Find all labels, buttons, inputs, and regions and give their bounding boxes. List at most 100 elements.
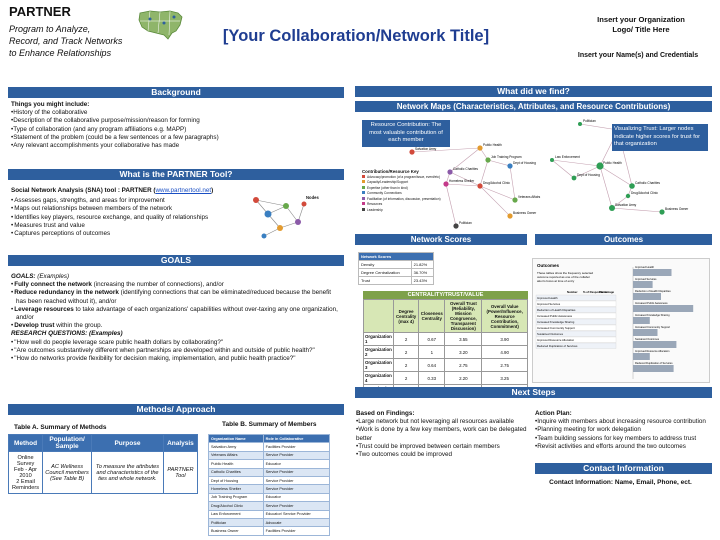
table-b-cell: Service Provider xyxy=(262,484,331,494)
map-node-label: Law Enforcement xyxy=(555,155,580,159)
outcome-bar xyxy=(633,281,653,288)
centrality-cell: 2 xyxy=(393,345,420,359)
map-node-label: Politician xyxy=(459,221,472,225)
tagline-line: Program to Analyze, xyxy=(9,24,91,34)
map-key-item: Advocacy/promotion (of a program/issue, … xyxy=(362,174,462,181)
map-edge xyxy=(445,183,481,187)
map-node xyxy=(571,175,577,181)
map-node xyxy=(409,149,415,155)
table-a-header: Method xyxy=(7,434,44,452)
table-b-cell: Veterans Affairs xyxy=(208,450,264,461)
outcomes-row-label: Sustained Outcomes xyxy=(537,332,564,336)
map-node xyxy=(477,183,483,189)
map-key-swatch xyxy=(362,207,365,211)
background-section: Things you might include: •History of th… xyxy=(11,101,343,150)
action-item: •Planning meeting for work delegation xyxy=(535,426,641,434)
org-line: Logo/ Title Here xyxy=(612,25,670,34)
map-node xyxy=(596,162,604,170)
map-node xyxy=(659,209,665,215)
outcomes-row-label: Increased Knowledge Sharing xyxy=(537,320,575,324)
map-edge xyxy=(449,147,481,173)
tagline-line: Record, and Track Networks xyxy=(9,36,123,46)
brand-name: PARTNER xyxy=(9,4,71,19)
table-b-cell: Job Training Program xyxy=(208,492,264,503)
map-node-label: Homeless Shelter xyxy=(449,179,475,183)
map-node xyxy=(443,181,449,187)
action-item: •Team building sessions for key members … xyxy=(535,434,697,442)
centrality-cell: Organization 3 xyxy=(362,358,395,372)
goals-heading: GOALS xyxy=(8,255,344,266)
map-key-item: Community Connections xyxy=(362,191,462,197)
outcome-bar-label: Increased Knowledge Sharing xyxy=(635,313,670,317)
research-question: "How well do people leverage scare publi… xyxy=(11,339,341,347)
map-node xyxy=(550,158,554,162)
map-key: Contribution/Resource Key Advocacy/promo… xyxy=(362,169,462,213)
scores-cell: 21.82% xyxy=(410,260,435,269)
table-b-cell: Law Enforcement xyxy=(208,509,264,519)
outcome-bar-label: Improved Resource Allocation xyxy=(635,349,670,353)
finding-item: •Two outcomes could be improved xyxy=(356,451,453,459)
outcomes-row-bg xyxy=(535,330,617,337)
map-edge xyxy=(487,159,511,167)
scores-cell: 23.43% xyxy=(410,276,435,285)
centrality-cell: 3.90 xyxy=(481,332,528,346)
map-edge xyxy=(611,207,663,213)
map-edge xyxy=(445,183,457,227)
centrality-cell: 2.20 xyxy=(444,371,483,385)
map-node-label: Drug/Alcohol Clinic xyxy=(483,181,510,185)
scores-cell: 36.70% xyxy=(410,268,435,277)
centrality-title: CENTRALITY/TRUST/VALUE xyxy=(363,291,528,299)
map-node-label: Veterans Affairs xyxy=(518,195,541,199)
table-b-cell: Drug/Alcohol Clinic xyxy=(208,501,264,511)
outcomes-row-label: Improved Health xyxy=(537,296,558,300)
goal-item: Develop trust within the group. xyxy=(11,322,341,330)
map-key-swatch xyxy=(362,180,365,183)
centrality-cell: 2 xyxy=(393,358,420,372)
partner-tool-link[interactable]: www.partnertool.net xyxy=(155,187,212,194)
background-item: •Description of the collaborative purpos… xyxy=(11,117,200,125)
goal-item: Reduce redundancy in the network (identi… xyxy=(11,289,341,305)
map-key-label: Facilitation (of information, discussion… xyxy=(367,196,441,201)
table-b-cell: Service Provider xyxy=(262,450,331,461)
centrality-cell: Organization 1 xyxy=(362,332,395,346)
centrality-cell: 3.55 xyxy=(444,332,483,346)
tool-feature: Identifies key players, resource exchang… xyxy=(11,214,251,222)
outcomes-row-bg xyxy=(535,312,617,319)
map-key-label: Leadership xyxy=(367,207,383,212)
map-node-label: Salvation Army xyxy=(615,203,637,207)
centrality-cell: 3.25 xyxy=(481,371,528,385)
findings-list: Based on Findings: •Large network but no… xyxy=(356,410,528,459)
outcomes-row-bg xyxy=(535,324,617,331)
centrality-header: Degree Centrality (max 4) xyxy=(393,299,420,333)
contact-heading: Contact Information xyxy=(535,463,712,474)
outcome-bar xyxy=(633,365,674,372)
finding-item: •Large network but not leveraging all re… xyxy=(356,418,514,426)
outcome-bar xyxy=(633,329,658,336)
map-node-label: Public Health xyxy=(483,143,502,147)
map-key-swatch xyxy=(362,196,365,200)
centrality-table: Degree Centrality (max 4)Closeness Centr… xyxy=(362,299,528,398)
goal-item: Leverage resources to take advantage of … xyxy=(11,306,341,322)
action-plan-list: Action Plan: •Inquire with members about… xyxy=(535,410,713,451)
brand-tagline: Program to Analyze, Record, and Track Ne… xyxy=(9,23,122,59)
table-a-header: Population/ Sample xyxy=(42,434,93,452)
scores-cell: Density xyxy=(358,260,412,269)
table-b-cell: Facilities Provider xyxy=(262,442,331,452)
table-b-cell: Educator/ Service Provider xyxy=(262,509,331,519)
outcomes-row-label: Increased Public Awareness xyxy=(537,314,573,318)
map-edge xyxy=(449,171,481,187)
outcomes-heading: Outcomes xyxy=(535,234,712,245)
map-node xyxy=(507,213,513,219)
table-b-cell: Service Provider xyxy=(262,475,331,486)
map-key-label: Community Connections xyxy=(367,191,402,195)
